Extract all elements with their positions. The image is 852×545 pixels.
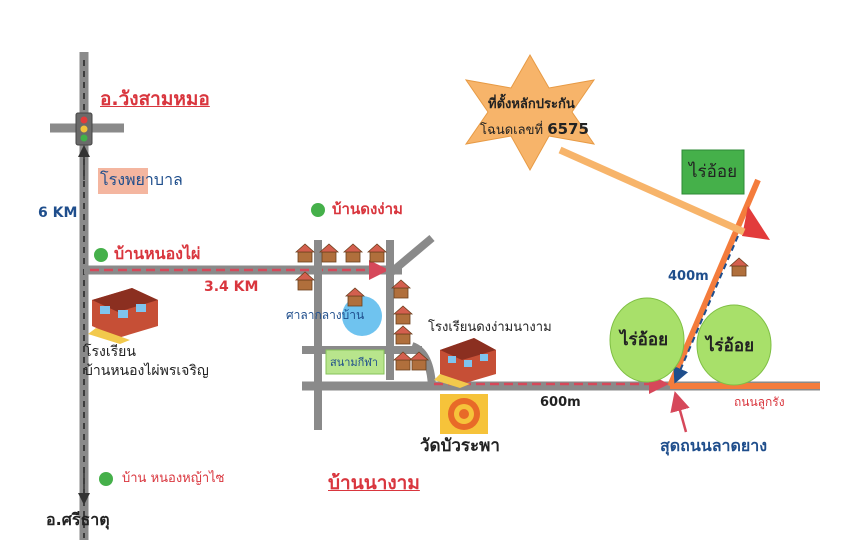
school-west-label-1: โรงเรียน xyxy=(84,344,136,360)
stadium-label: สนามกีฬา xyxy=(330,356,379,369)
end-of-road-label: สุดถนนลาดยาง xyxy=(660,436,768,455)
dot-dongngam xyxy=(311,203,325,217)
sugarcane-sign-box xyxy=(681,149,745,195)
dot-nongya xyxy=(99,472,113,486)
village-dongngam-label: บ้านดงง่าม xyxy=(332,200,403,218)
dist-west-label: 3.4 KM xyxy=(204,279,259,295)
district-south-label: อ.ศรีธาตุ xyxy=(46,510,110,529)
dirt-road-diagonal xyxy=(667,178,761,388)
hospital-box xyxy=(98,168,148,194)
school-east-icon xyxy=(434,338,496,388)
star-label-2-prefix: โฉนดเลขที่ xyxy=(480,123,544,138)
school-west-icon xyxy=(88,288,158,344)
temple-label: วัดบัวระพา xyxy=(420,436,500,456)
school-west-label-2: บ้านหนองไผ่พรเจริญ xyxy=(84,363,209,379)
traffic-light-icon xyxy=(75,112,93,146)
end-road-pointer xyxy=(670,391,690,433)
dot-nongphai xyxy=(94,248,108,262)
hospital-label: โรงพยาบาล xyxy=(100,170,183,189)
houses xyxy=(294,243,750,371)
dist-600-label: 600m xyxy=(540,395,581,410)
star-label-1: ที่ตั้งหลักประกัน xyxy=(488,97,575,112)
school-east-label: โรงเรียนดงง่ามนางาม xyxy=(428,320,552,335)
district-north-label: อ.วังสามหมอ xyxy=(100,88,210,110)
village-nongphai-label: บ้านหนองไผ่ xyxy=(114,244,201,263)
field-right-label: ไร่อ้อย xyxy=(706,336,755,356)
village-nangam-label: บ้านนางาม xyxy=(328,472,420,494)
village-road-3 xyxy=(385,234,435,279)
dist-400-label: 400m xyxy=(668,269,709,284)
village-nongya-label: บ้าน หนองหญ้าไซ xyxy=(122,471,225,486)
field-left-shape xyxy=(609,297,685,383)
sugarcane-sign-label: ไร่อ้อย xyxy=(689,162,738,182)
star-label-2-number: 6575 xyxy=(547,120,589,138)
field-right-shape xyxy=(696,304,772,386)
red-flag-icon xyxy=(742,206,770,240)
stadium-field xyxy=(325,349,385,375)
field-left-label: ไร่อ้อย xyxy=(620,330,669,350)
route-diagonal xyxy=(673,235,739,384)
star-label-2: โฉนดเลขที่ 6575 xyxy=(480,120,589,138)
pavilion-label: ศาลากลางบ้าน xyxy=(286,308,365,322)
location-star xyxy=(464,53,596,172)
star-pointer xyxy=(558,146,746,236)
road-lukrang-label: ถนนลูกรัง xyxy=(734,395,785,409)
dist-north-label: 6 KM xyxy=(38,205,78,221)
